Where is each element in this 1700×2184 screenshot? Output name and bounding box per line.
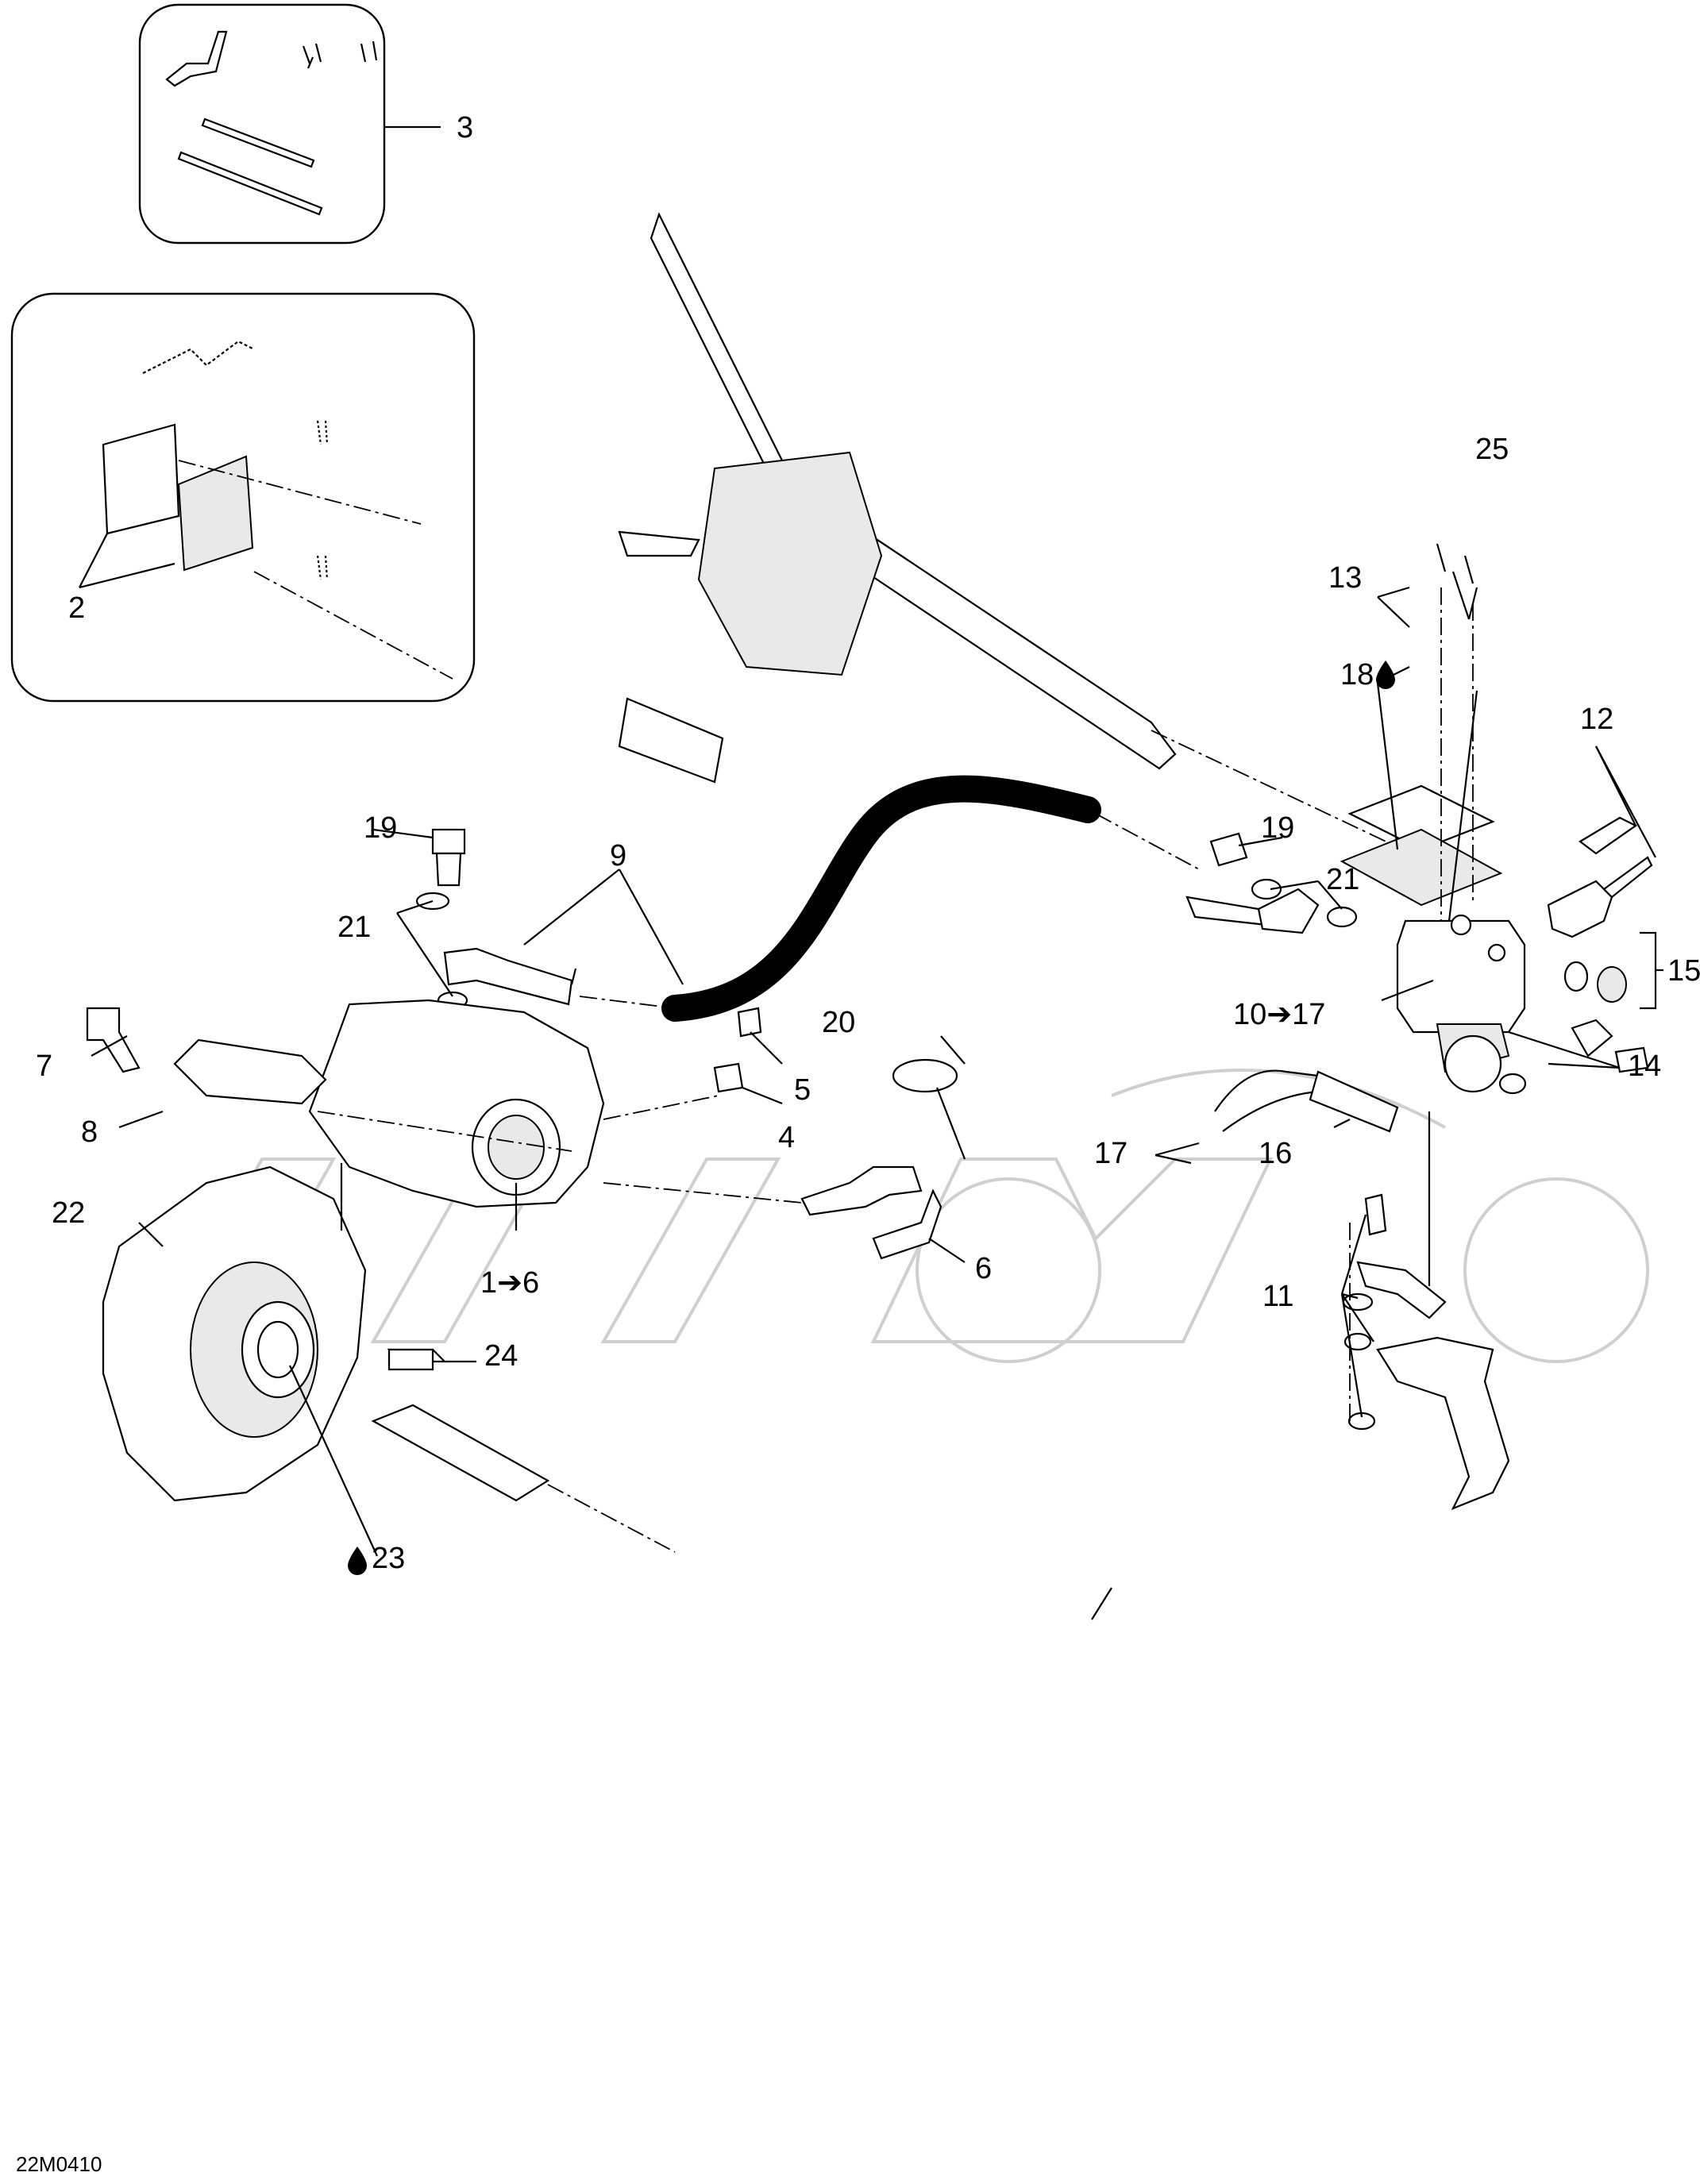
callout-19-caliper: 19 xyxy=(364,811,397,845)
drop-icon xyxy=(348,1547,367,1575)
callout-21-caliper: 21 xyxy=(337,911,371,944)
handlebar xyxy=(618,212,1454,874)
brake-disc xyxy=(102,1165,367,1502)
callout-19-master: 19 xyxy=(1261,811,1294,845)
brake-hose xyxy=(579,775,1200,1022)
axle xyxy=(371,1404,676,1553)
key xyxy=(387,1348,447,1371)
callout-labels: 3 2 1➔6 4 5 6 7 8 9 10➔17 11 12 13 14 15… xyxy=(16,111,1700,2176)
watermark xyxy=(156,1069,1649,1363)
brake-caliper xyxy=(86,999,605,1208)
cable-tie xyxy=(892,1058,966,1160)
callout-3: 3 xyxy=(457,111,473,144)
callout-20: 20 xyxy=(822,1006,855,1039)
master-cylinder-fittings xyxy=(1185,832,1358,934)
callout-16: 16 xyxy=(1259,1137,1292,1170)
brake-lines xyxy=(603,1165,943,1260)
callout-12: 12 xyxy=(1580,703,1613,736)
reservoir-cover xyxy=(1340,543,1503,921)
callout-22: 22 xyxy=(52,1196,85,1230)
callout-1: 1➔6 xyxy=(480,1266,539,1300)
callout-11: 11 xyxy=(1262,1280,1293,1313)
brake-lever xyxy=(1342,1111,1510,1511)
inset-box-part-3 xyxy=(138,3,441,245)
callout-2: 2 xyxy=(68,591,85,625)
callout-6: 6 xyxy=(975,1252,992,1285)
inset-box-part-2 xyxy=(10,292,476,703)
callout-13: 13 xyxy=(1328,561,1362,595)
callout-5: 5 xyxy=(794,1073,811,1107)
callout-4: 4 xyxy=(778,1121,795,1154)
diagram-code: 22M0410 xyxy=(16,2152,102,2176)
caliper-side-fittings xyxy=(415,828,573,1010)
callout-15: 15 xyxy=(1667,954,1700,988)
callout-10: 10➔17 xyxy=(1233,998,1325,1031)
callout-25: 25 xyxy=(1475,433,1509,466)
callout-18: 18 xyxy=(1340,658,1374,691)
master-cylinder xyxy=(1396,816,1653,1093)
callout-8: 8 xyxy=(81,1115,98,1149)
callout-21-master: 21 xyxy=(1326,863,1359,896)
callout-7: 7 xyxy=(36,1050,52,1083)
bleeder-valve xyxy=(603,1007,762,1120)
drop-icon xyxy=(1376,661,1395,689)
brake-switch xyxy=(1214,961,1649,1133)
callout-14: 14 xyxy=(1628,1050,1661,1083)
callout-23: 23 xyxy=(372,1542,405,1575)
callout-9: 9 xyxy=(610,839,626,872)
callout-17: 17 xyxy=(1094,1137,1128,1170)
leader-lines xyxy=(91,571,1663,1620)
callout-24: 24 xyxy=(484,1339,518,1373)
